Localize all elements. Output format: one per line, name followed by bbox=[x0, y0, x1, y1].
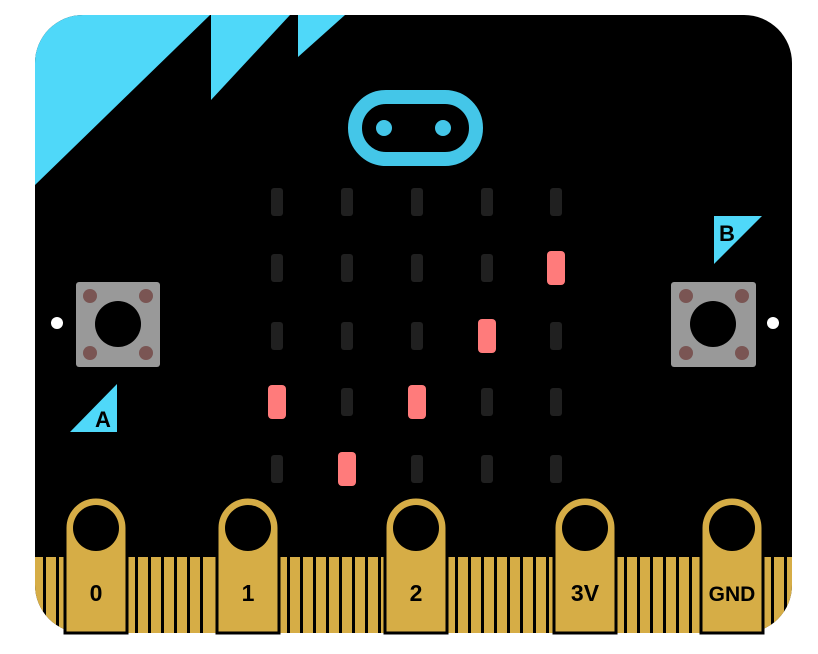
connector-divider bbox=[481, 557, 484, 633]
led-r4c2 bbox=[411, 455, 423, 483]
pin-hole bbox=[562, 505, 608, 551]
side-hole-right bbox=[767, 317, 779, 329]
connector-divider bbox=[161, 557, 164, 633]
connector-divider bbox=[287, 557, 290, 633]
side-hole-left bbox=[51, 317, 63, 329]
connector-divider bbox=[624, 557, 627, 633]
pin-0[interactable]: 0 bbox=[63, 495, 129, 635]
pin-hole bbox=[393, 505, 439, 551]
corner-accent-large bbox=[35, 15, 210, 185]
led-r0c1 bbox=[341, 188, 353, 216]
led-r3c0 bbox=[268, 385, 286, 419]
led-r0c3 bbox=[481, 188, 493, 216]
connector-divider bbox=[43, 557, 46, 633]
led-r2c0 bbox=[271, 322, 283, 350]
pin-gnd[interactable]: GND bbox=[699, 495, 765, 635]
face-logo-icon bbox=[348, 90, 483, 166]
connector-divider bbox=[689, 557, 692, 633]
pin-3v[interactable]: 3V bbox=[552, 495, 618, 635]
led-r4c0 bbox=[271, 455, 283, 483]
led-r2c1 bbox=[341, 322, 353, 350]
connector-divider bbox=[326, 557, 329, 633]
led-r4c1 bbox=[338, 452, 356, 486]
corner-accent-mid bbox=[211, 15, 290, 100]
connector-divider bbox=[468, 557, 471, 633]
connector-divider bbox=[533, 557, 536, 633]
connector-divider bbox=[455, 557, 458, 633]
button-a[interactable] bbox=[76, 282, 160, 367]
connector-divider bbox=[507, 557, 510, 633]
pin-hole bbox=[73, 505, 119, 551]
led-r3c3 bbox=[481, 388, 493, 416]
connector-divider bbox=[300, 557, 303, 633]
connector-divider bbox=[135, 557, 138, 633]
pin-label: GND bbox=[709, 583, 756, 606]
led-r1c2 bbox=[411, 254, 423, 282]
connector-divider bbox=[637, 557, 640, 633]
pin-2[interactable]: 2 bbox=[383, 495, 449, 635]
pin-hole bbox=[709, 505, 755, 551]
led-r3c1 bbox=[341, 388, 353, 416]
pin-hole bbox=[225, 505, 271, 551]
led-r1c3 bbox=[481, 254, 493, 282]
pin-label: 1 bbox=[242, 580, 255, 606]
button-b-label: B bbox=[719, 221, 735, 246]
connector-divider bbox=[200, 557, 203, 633]
led-r0c2 bbox=[411, 188, 423, 216]
edge-connector-stripes bbox=[43, 557, 787, 633]
led-r1c1 bbox=[341, 254, 353, 282]
connector-divider bbox=[148, 557, 151, 633]
led-r0c0 bbox=[271, 188, 283, 216]
led-matrix bbox=[268, 188, 565, 486]
connector-divider bbox=[378, 557, 381, 633]
led-r1c4 bbox=[547, 251, 565, 285]
connector-divider bbox=[494, 557, 497, 633]
connector-divider bbox=[365, 557, 368, 633]
connector-divider bbox=[784, 557, 787, 633]
connector-divider bbox=[676, 557, 679, 633]
corner-accent-small bbox=[298, 15, 345, 57]
connector-divider bbox=[663, 557, 666, 633]
button-a-label-marker: A bbox=[70, 384, 117, 432]
connector-divider bbox=[352, 557, 355, 633]
led-r2c2 bbox=[411, 322, 423, 350]
connector-divider bbox=[546, 557, 549, 633]
connector-divider bbox=[174, 557, 177, 633]
led-r4c4 bbox=[550, 455, 562, 483]
led-r1c0 bbox=[271, 254, 283, 282]
connector-divider bbox=[187, 557, 190, 633]
pin-label: 2 bbox=[410, 580, 423, 606]
led-r0c4 bbox=[550, 188, 562, 216]
led-r3c2 bbox=[408, 385, 426, 419]
pin-row: 0 1 2 3V GND bbox=[63, 495, 765, 635]
connector-divider bbox=[650, 557, 653, 633]
pin-1[interactable]: 1 bbox=[215, 495, 281, 635]
connector-divider bbox=[771, 557, 774, 633]
led-r3c4 bbox=[550, 388, 562, 416]
button-b-label-marker: B bbox=[714, 216, 762, 264]
button-b[interactable] bbox=[671, 282, 756, 367]
led-r4c3 bbox=[481, 455, 493, 483]
button-a-label: A bbox=[95, 407, 111, 432]
connector-divider bbox=[339, 557, 342, 633]
led-r2c4 bbox=[550, 322, 562, 350]
connector-divider bbox=[313, 557, 316, 633]
led-r2c3 bbox=[478, 319, 496, 353]
connector-divider bbox=[520, 557, 523, 633]
connector-divider bbox=[56, 557, 59, 633]
pin-label: 3V bbox=[571, 580, 600, 606]
pin-label: 0 bbox=[90, 580, 103, 606]
